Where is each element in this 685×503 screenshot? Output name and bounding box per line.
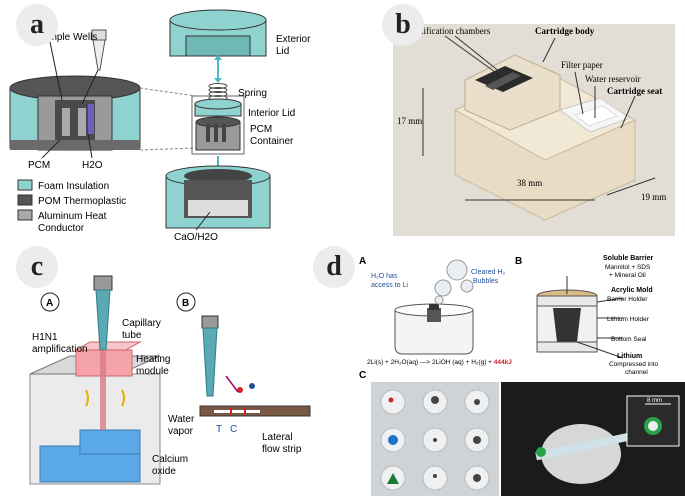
- cleared-label-2: Bubbles: [473, 278, 499, 285]
- sub-c-label: C: [359, 370, 366, 381]
- dim-38-label: 38 mm: [517, 178, 542, 188]
- sub-b-marker: [176, 292, 196, 312]
- panel-a-diagram: 3 Sample Wells Exterior Lid Spring Inter…: [9, 9, 311, 243]
- well-photo-grid: [371, 382, 499, 496]
- panel-a-badge: a: [16, 4, 58, 46]
- pcm-container-label-1: PCM: [250, 124, 272, 135]
- wells-label: 3 Sample Wells: [28, 32, 97, 43]
- heating-label-2: module: [136, 366, 169, 377]
- lateral-label-1: Lateral: [262, 432, 293, 443]
- sub-b-label: B: [515, 256, 522, 267]
- reaction-equation: 2Li(s) + 2H₂O(aq) —> 2LiOH (aq) + H₂(g) …: [367, 359, 512, 366]
- energy-value: 444kJ: [494, 359, 512, 366]
- capillary-label-2: tube: [122, 330, 142, 341]
- dim-17-label: 17 mm: [397, 116, 422, 126]
- water-vapor-label-2: vapor: [168, 426, 194, 437]
- panel-b-badge: b: [382, 4, 424, 46]
- lateral-label-2: flow strip: [262, 444, 302, 455]
- cao-label: CaO/H2O: [174, 232, 218, 240]
- water-vapor-label-1: Water: [168, 414, 195, 425]
- pipette-icon: [91, 29, 107, 71]
- soluble-barrier-label: Soluble Barrier: [603, 255, 653, 262]
- capillary-tube: [93, 275, 113, 430]
- lithium-cartridge: [536, 276, 598, 353]
- exterior-lid-label-1: Exterior: [276, 34, 311, 45]
- capillary-label-1: Capillary: [122, 318, 161, 329]
- sub-a-label: A: [46, 298, 53, 309]
- filter-paper-label: Filter paper: [561, 60, 603, 70]
- sub-a-label: A: [359, 256, 366, 267]
- panel-c-badge: c: [16, 246, 58, 288]
- amplification-label: Amplification chambers: [403, 26, 491, 36]
- c-label: C: [230, 424, 237, 435]
- lithium-detail-2: channel: [625, 369, 648, 376]
- soluble-detail-1: Mannitol + SDS: [605, 264, 651, 271]
- legend: Foam Insulation POM Thermoplastic Alumin…: [17, 179, 126, 234]
- h2o-label: H2O: [82, 160, 103, 171]
- panel-b: b Amplification chambers Cartridge body …: [345, 0, 685, 240]
- lithium-holder-label: Lithium Holder: [607, 316, 650, 323]
- panel-c: c A B Capillary tube H1N1 amplification …: [0, 246, 340, 498]
- legend-aluminum-label: Aluminum Heat: [38, 211, 107, 222]
- outer-container: [165, 165, 271, 229]
- heating-label-1: Heating: [136, 354, 170, 365]
- cleared-label-1: Cleared H₂: [471, 269, 506, 276]
- legend-pom-label: POM Thermoplastic: [38, 196, 126, 207]
- panel-c-diagram: A B Capillary tube H1N1 amplification He…: [29, 275, 311, 485]
- legend-swatch-pom: [17, 194, 33, 206]
- beaker: [394, 259, 474, 355]
- panel-b-photo: Amplification chambers Cartridge body Fi…: [393, 24, 675, 236]
- legend-foam-label: Foam Insulation: [38, 181, 109, 192]
- interior-lid-label: Interior Lid: [248, 108, 295, 119]
- exterior-lid: [169, 9, 267, 57]
- pcm-container-label-2: Container: [250, 136, 294, 147]
- spring-label: Spring: [238, 88, 267, 99]
- panel-d: d A B C H₂O has access to Li Cleared H₂ …: [313, 246, 685, 498]
- pcm-label: PCM: [28, 160, 50, 171]
- legend-aluminum-label-2: Conductor: [38, 223, 85, 234]
- scale-bar-label: 8 mm: [647, 398, 662, 404]
- pcm-cross-section: [9, 75, 141, 151]
- device-photo: [501, 382, 685, 496]
- panel-d-badge: d: [313, 246, 355, 288]
- cartridge-seat-label: Cartridge seat: [607, 86, 662, 96]
- pcm-container: [191, 95, 245, 155]
- barrier-holder-label: Barrier Holder: [607, 296, 648, 303]
- equation-text: 2Li(s) + 2H₂O(aq) —> 2LiOH (aq) + H₂(g) …: [367, 359, 494, 366]
- sub-b-label: B: [182, 298, 189, 309]
- soluble-detail-2: + Mineral Oil: [609, 272, 646, 279]
- lithium-label: Lithium: [617, 353, 642, 360]
- h1n1-label-2: amplification: [32, 344, 88, 355]
- cartridge-body-label: Cartridge body: [535, 26, 595, 36]
- exterior-lid-label-2: Lid: [276, 46, 289, 57]
- bottom-seal-label: Bottom Seal: [611, 336, 647, 343]
- spring-icon: [208, 83, 228, 101]
- legend-swatch-aluminum: [17, 209, 33, 221]
- lateral-flow-assembly: [199, 315, 311, 417]
- t-label: T: [216, 424, 222, 435]
- panel-d-diagram: A B C H₂O has access to Li Cleared H₂ Bu…: [359, 255, 685, 496]
- dim-19-label: 19 mm: [641, 192, 666, 202]
- acrylic-mold-label: Acrylic Mold: [611, 287, 653, 294]
- calcium-label-1: Calcium: [152, 454, 188, 465]
- h2o-access-label-1: H₂O has: [371, 273, 398, 280]
- interior-lid: [194, 98, 242, 117]
- legend-swatch-foam: [17, 179, 33, 191]
- calcium-label-2: oxide: [152, 466, 176, 477]
- h1n1-label-1: H1N1: [32, 332, 58, 343]
- sub-a-marker: [40, 292, 60, 312]
- panel-a: a: [0, 0, 340, 243]
- water-reservoir-label: Water reservoir: [585, 74, 641, 84]
- lithium-detail-1: Compressed into: [609, 361, 659, 368]
- h2o-access-label-2: access to Li: [371, 282, 408, 289]
